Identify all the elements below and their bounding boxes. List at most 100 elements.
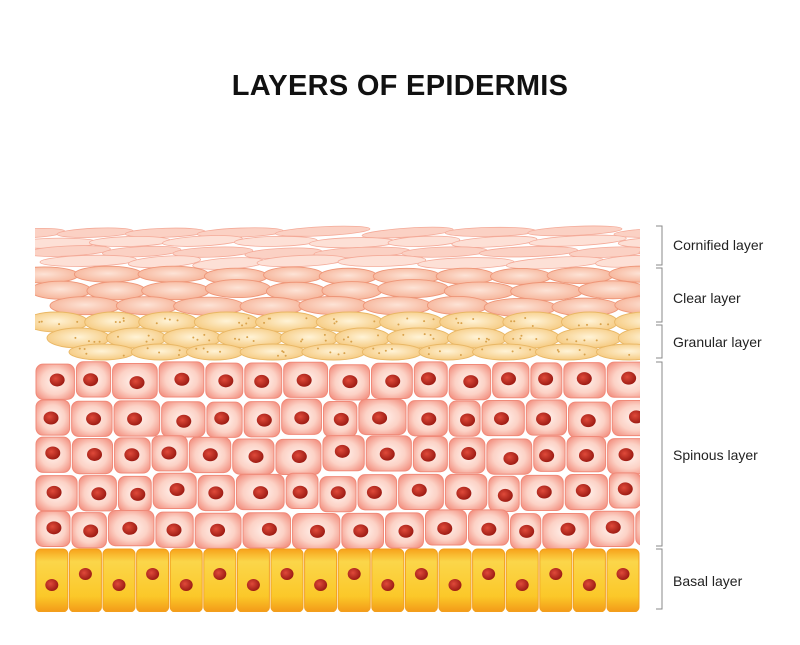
granule	[402, 333, 405, 336]
cornified-cell	[234, 235, 318, 247]
nucleus	[372, 411, 388, 425]
granule	[202, 347, 205, 350]
granule	[324, 339, 327, 342]
nucleus	[456, 486, 472, 500]
nucleus	[146, 568, 160, 580]
granule	[145, 340, 148, 343]
nucleus	[481, 522, 497, 536]
granule	[245, 322, 248, 325]
cornified-cell	[528, 234, 627, 247]
nucleus	[208, 486, 224, 500]
cornified-layer	[35, 225, 640, 270]
granule	[390, 347, 393, 350]
cornified-cell	[527, 225, 623, 237]
nucleus	[420, 448, 436, 462]
nucleus	[628, 410, 640, 424]
granule	[176, 319, 179, 322]
granule	[628, 353, 631, 356]
nucleus	[482, 568, 496, 580]
granule	[177, 353, 180, 356]
bracket-spinous	[656, 361, 663, 547]
granule	[578, 348, 581, 351]
basal-cell	[68, 548, 102, 612]
granule	[460, 322, 463, 325]
basal-layer	[35, 548, 640, 612]
nucleus	[130, 487, 146, 501]
granule	[519, 347, 522, 350]
granule	[377, 334, 380, 337]
granule	[384, 349, 387, 352]
nucleus	[161, 446, 177, 460]
nucleus	[46, 521, 62, 535]
granule	[40, 320, 43, 323]
granule	[487, 338, 490, 341]
granule	[477, 337, 480, 340]
nucleus	[122, 521, 138, 535]
granule	[78, 347, 81, 350]
nucleus	[112, 579, 126, 591]
basal-cell	[539, 548, 573, 612]
granule	[208, 339, 211, 342]
granule	[485, 340, 488, 343]
nucleus	[536, 485, 552, 499]
nucleus	[280, 568, 294, 580]
nucleus	[519, 524, 535, 538]
nucleus	[127, 412, 143, 426]
cornified-cell	[102, 245, 182, 258]
nucleus	[448, 579, 462, 591]
granule	[427, 353, 430, 356]
granule	[655, 322, 657, 324]
granule	[284, 354, 287, 357]
spinous-layer	[35, 361, 640, 550]
clear-cell	[608, 265, 640, 283]
nucleus	[385, 374, 401, 388]
granule	[485, 337, 488, 340]
nucleus	[411, 483, 427, 497]
basal-cell	[136, 548, 170, 612]
nucleus	[347, 568, 361, 580]
nucleus	[398, 524, 414, 538]
nucleus	[575, 484, 591, 498]
nucleus	[254, 374, 270, 388]
granule	[335, 320, 338, 323]
cornified-cell	[172, 246, 254, 258]
nucleus	[46, 485, 62, 499]
nucleus	[334, 444, 350, 458]
granule	[238, 338, 241, 341]
granule	[583, 353, 586, 356]
granule	[575, 340, 578, 343]
nucleus	[536, 412, 552, 426]
nucleus	[366, 485, 382, 499]
granule	[263, 321, 266, 324]
basal-cell	[404, 548, 438, 612]
nucleus	[78, 568, 92, 580]
granule	[607, 323, 610, 326]
granule	[252, 339, 255, 342]
granule	[510, 320, 513, 323]
spinous-cell	[611, 399, 640, 437]
granule	[599, 323, 602, 326]
granule	[158, 351, 161, 354]
granule	[122, 317, 125, 320]
granular-cell	[68, 343, 135, 361]
granule	[347, 336, 350, 339]
spinous-cell	[635, 510, 640, 546]
cornified-cell	[451, 235, 538, 248]
granular-cell	[617, 327, 640, 349]
nucleus	[49, 373, 65, 387]
nucleus	[497, 488, 513, 502]
granular-cell	[418, 343, 476, 361]
granule	[301, 338, 304, 341]
granular-layer	[35, 311, 657, 361]
granular-cell	[596, 343, 640, 361]
granule	[329, 351, 332, 354]
granular-cell	[472, 343, 539, 361]
clear-cell	[510, 281, 584, 301]
nucleus	[580, 414, 596, 428]
nucleus	[578, 448, 594, 462]
granule	[511, 350, 514, 353]
granule	[566, 338, 569, 341]
nucleus	[210, 523, 226, 537]
granule	[281, 350, 284, 353]
